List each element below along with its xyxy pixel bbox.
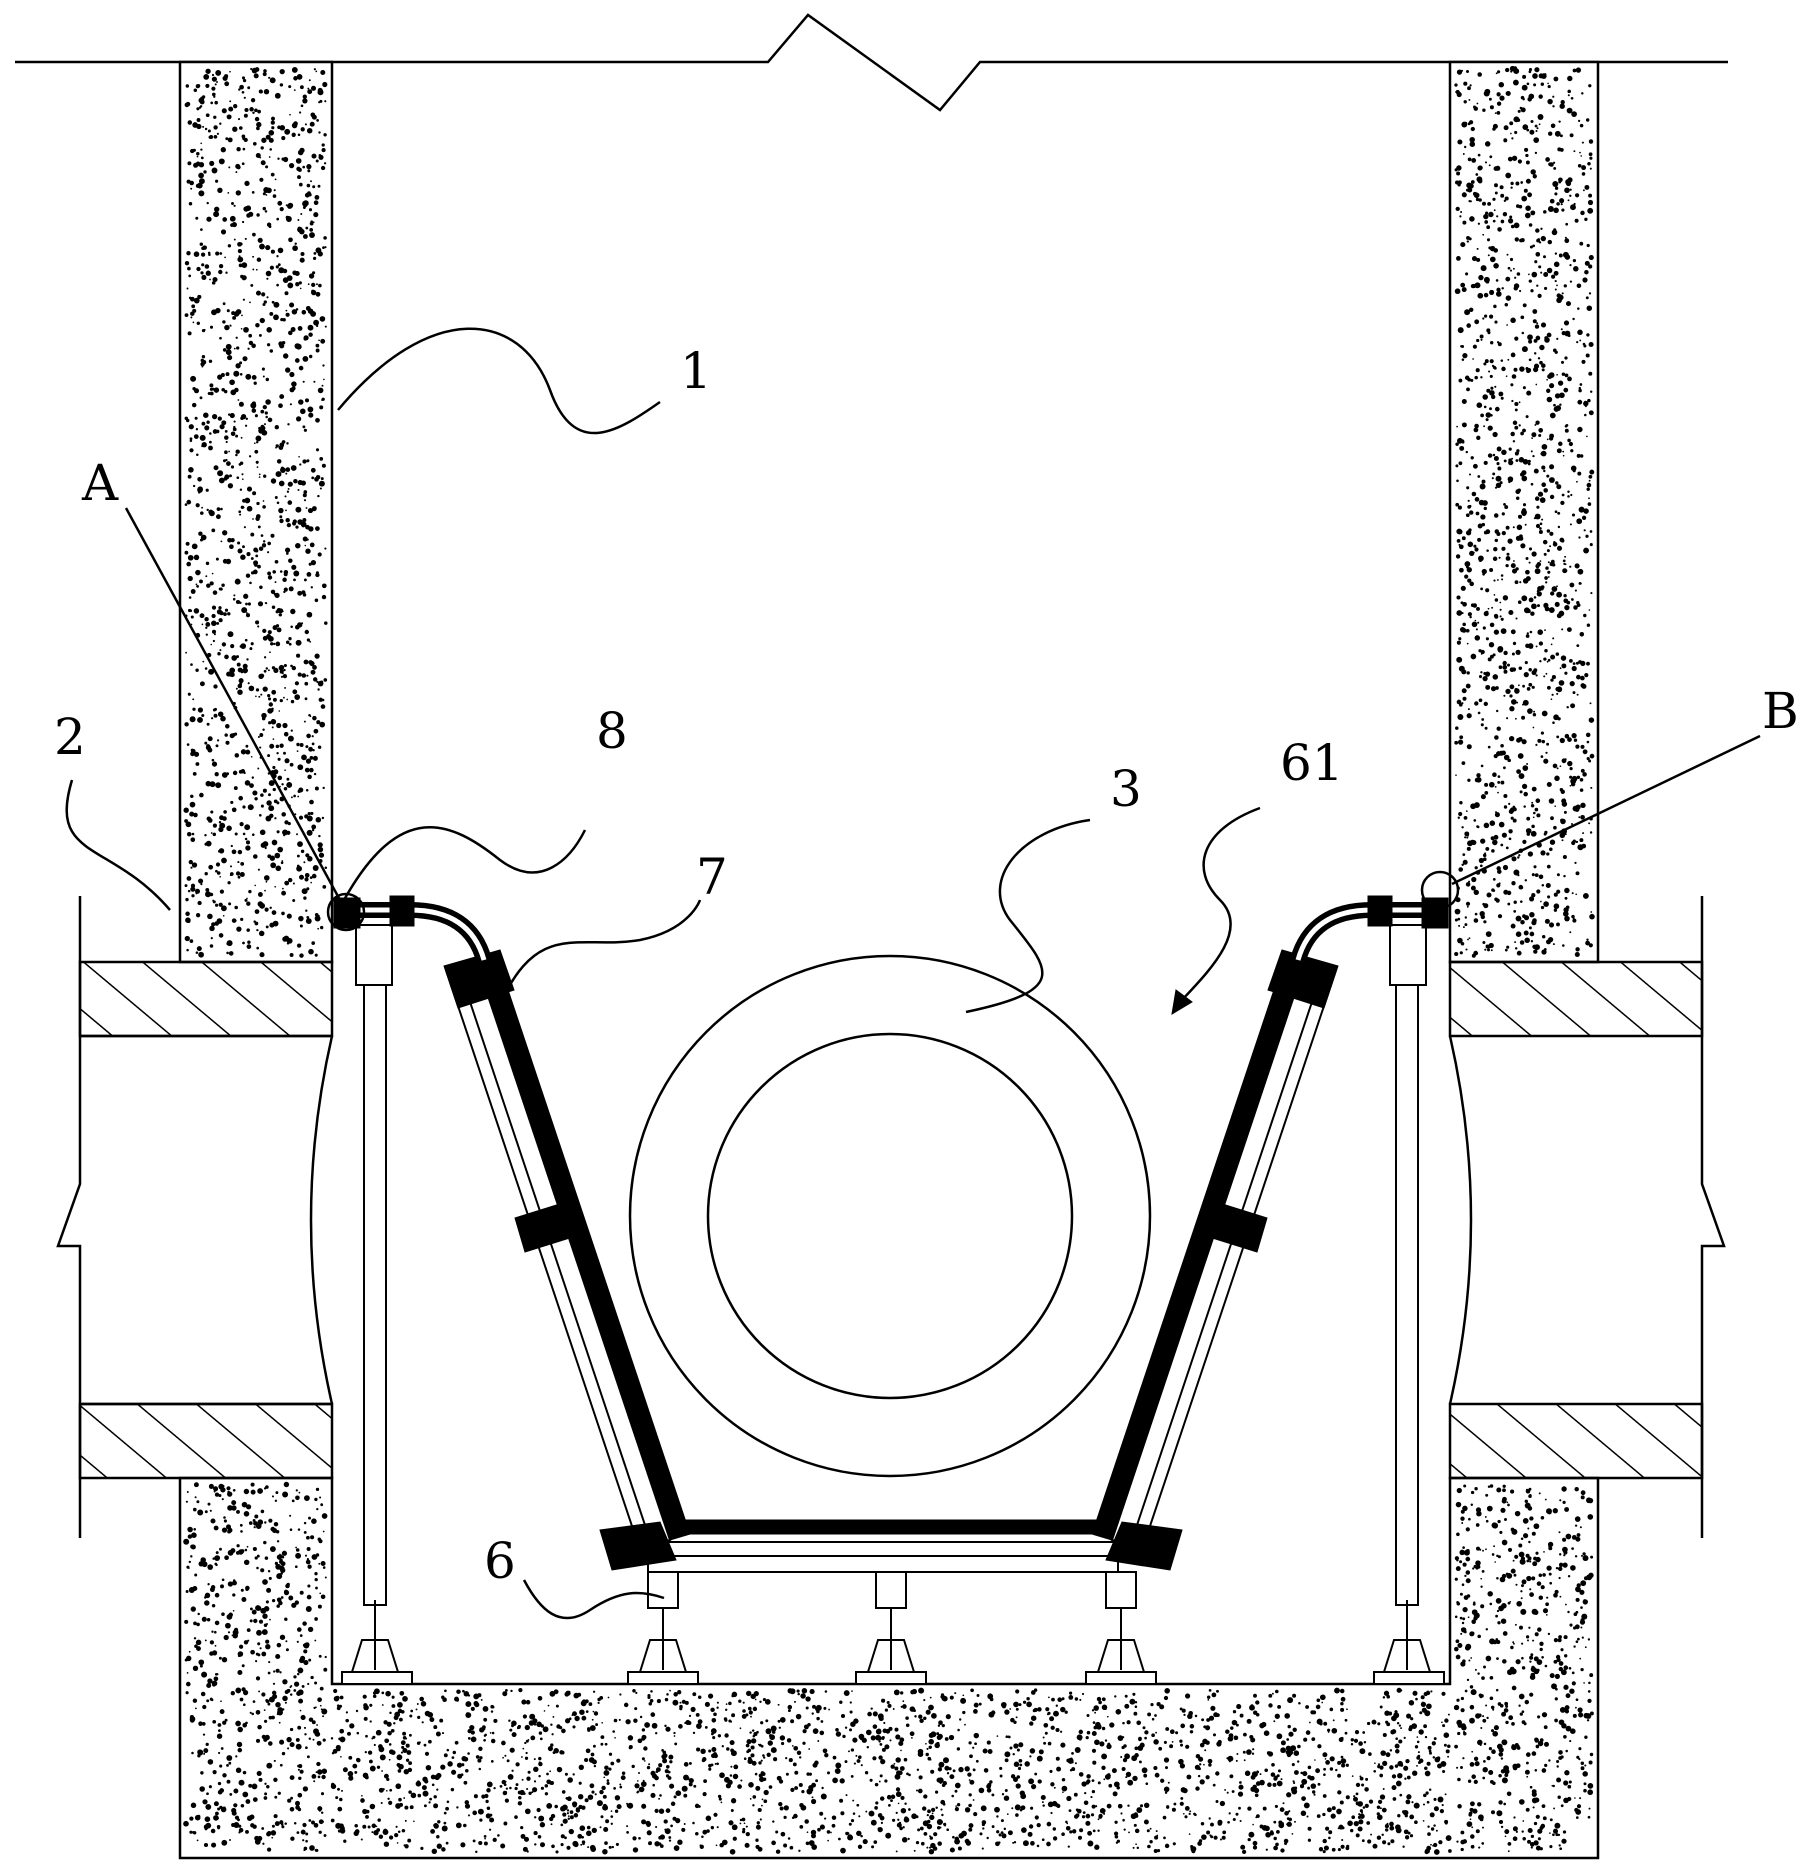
main-pipe-inner <box>706 1032 1074 1400</box>
label-61: 61 <box>1280 734 1344 792</box>
main-pipe <box>628 954 1152 1478</box>
left-bottom-corner-block <box>599 1521 677 1571</box>
right-vertical-post <box>1373 924 1445 1685</box>
concrete-speckle-texture <box>183 65 1595 1855</box>
label-2: 2 <box>54 708 86 766</box>
left-pipe-wall-bottom <box>78 1402 334 1480</box>
leader-lines <box>65 327 1761 1620</box>
leader-61 <box>1181 806 1261 1001</box>
leader-3 <box>965 818 1091 1014</box>
label-6: 6 <box>484 1532 516 1590</box>
label-3: 3 <box>1110 760 1142 818</box>
label-7: 7 <box>696 848 728 906</box>
main-pipe-outer <box>628 954 1152 1478</box>
left-vertical-post <box>341 924 413 1685</box>
leader-1 <box>337 327 661 435</box>
label-8: 8 <box>596 702 628 760</box>
label-1: 1 <box>680 342 712 400</box>
right-pipe-wall-top <box>1448 960 1704 1038</box>
left-pipe-wall-top <box>78 960 334 1038</box>
right-pipe-wall-bottom <box>1448 1402 1704 1480</box>
right-pipe-break-line <box>1700 896 1726 1538</box>
leader-61-arrow <box>1171 989 1193 1015</box>
support-foot-2 <box>855 1571 927 1685</box>
left-side-pipe <box>56 896 334 1538</box>
ground-line-with-break <box>15 13 1728 112</box>
detail-circle-b <box>1420 870 1460 910</box>
label-a: A <box>81 454 119 512</box>
right-pipe-flare <box>1448 1035 1473 1405</box>
leader-8 <box>342 826 587 901</box>
leader-7 <box>500 899 702 1001</box>
leader-6 <box>522 1579 665 1620</box>
bottom-support-feet <box>627 1571 1157 1685</box>
right-bottom-corner-block <box>1105 1521 1183 1571</box>
right-side-pipe <box>1448 896 1726 1538</box>
left-pipe-break-line <box>56 896 82 1538</box>
right-inclined-bracket <box>1110 958 1338 1552</box>
support-frame <box>333 895 1449 1573</box>
concrete-structure <box>178 60 1600 1860</box>
left-inclined-bracket <box>444 958 672 1552</box>
support-foot-3 <box>1085 1571 1157 1685</box>
left-pipe-flare <box>309 1035 334 1405</box>
label-b: B <box>1762 682 1799 740</box>
leader-b <box>1451 734 1761 886</box>
leader-2 <box>65 779 171 911</box>
support-foot-1 <box>627 1571 699 1685</box>
leader-a <box>124 507 342 901</box>
bottom-beam-top <box>647 1519 1119 1535</box>
